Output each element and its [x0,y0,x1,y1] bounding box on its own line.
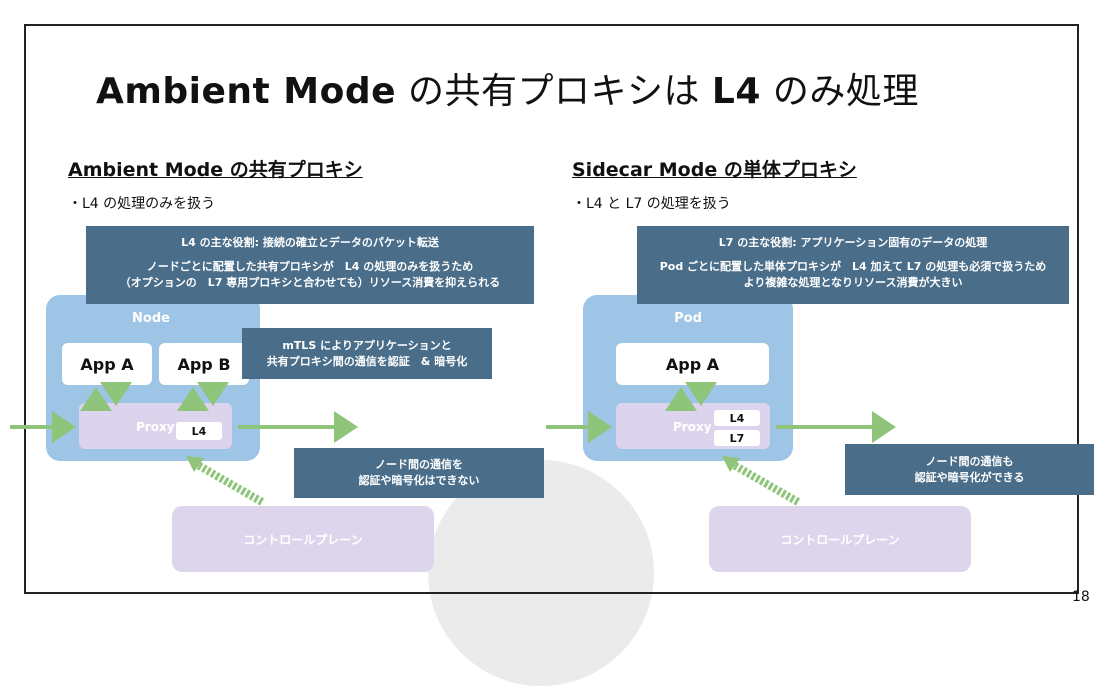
mtls-line2: 共有プロキシ間の通信を認証 & 暗号化 [266,355,468,368]
left-callout-roles: L4 の主な役割: 接続の確立とデータのパケット転送 ノードごとに配置した共有プ… [86,226,534,304]
connector-arrows [10,382,896,506]
right-node-comm-callout: ノード間の通信も 認証や暗号化ができる [845,444,1094,495]
right-control-arrow [730,460,800,506]
left-bullet: ・L4 の処理のみを扱う [68,196,216,212]
right-callout-line3: より複雑な処理となりリソース消費が大きい [743,276,963,289]
right-proxy-label: Proxy [673,420,712,434]
right-heading: Sidecar Mode の単体プロキシ [572,159,857,181]
title-part1: Ambient Mode [96,71,397,112]
node-label: Node [132,311,170,326]
title-part3: L4 [711,71,761,112]
left-callout-line1: L4 の主な役割: 接続の確立とデータのパケット転送 [181,236,439,249]
right-app-a: App A [616,343,769,385]
right-control-arrowhead [722,456,740,472]
mtls-callout: mTLS によりアプリケーションと 共有プロキシ間の通信を認証 & 暗号化 [242,328,492,379]
left-control-plane: コントロールプレーン [172,506,434,572]
right-callout-line2: Pod ごとに配置した単体プロキシが L4 加えて L7 の処理も必須で扱うため [659,260,1047,273]
pod-label: Pod [674,311,702,326]
left-node-comm-line2: 認証や暗号化はできない [358,474,480,487]
left-l4-tag: L4 [176,422,222,440]
right-callout-roles: L7 の主な役割: アプリケーション固有のデータの処理 Pod ごとに配置した単… [637,226,1069,304]
left-callout-line3: （オプションの L7 専用プロキシと合わせても）リソース消費を抑えられる [119,276,501,289]
page-number: 18 [1072,589,1090,605]
left-node-comm-callout: ノード間の通信を 認証や暗号化はできない [294,448,544,498]
right-callout-line1: L7 の主な役割: アプリケーション固有のデータの処理 [718,236,988,249]
right-node-comm-line1: ノード間の通信も [925,455,1014,468]
right-control-plane: コントロールプレーン [709,506,971,572]
slide-frame [24,24,1079,594]
left-proxy-label: Proxy [136,420,175,434]
title-part4: のみ処理 [760,71,919,112]
left-control-arrowhead [186,456,204,472]
right-l4-tag: L4 [714,410,760,426]
slide-title: Ambient Mode の共有プロキシは L4 のみ処理 [96,62,919,114]
mtls-line1: mTLS によりアプリケーションと [282,339,452,352]
left-app-a: App A [62,343,152,385]
left-node-comm-line1: ノード間の通信を [375,458,463,471]
left-callout-line2: ノードごとに配置した共有プロキシが L4 の処理のみを扱うため [146,260,474,273]
right-node-comm-line2: 認証や暗号化ができる [914,471,1025,484]
left-heading: Ambient Mode の共有プロキシ [68,159,363,181]
left-control-arrow [194,460,264,506]
left-app-b: App B [159,343,249,385]
title-part2: の共有プロキシは [396,71,712,112]
right-l7-tag: L7 [714,430,760,446]
right-bullet: ・L4 と L7 の処理を扱う [572,196,731,212]
